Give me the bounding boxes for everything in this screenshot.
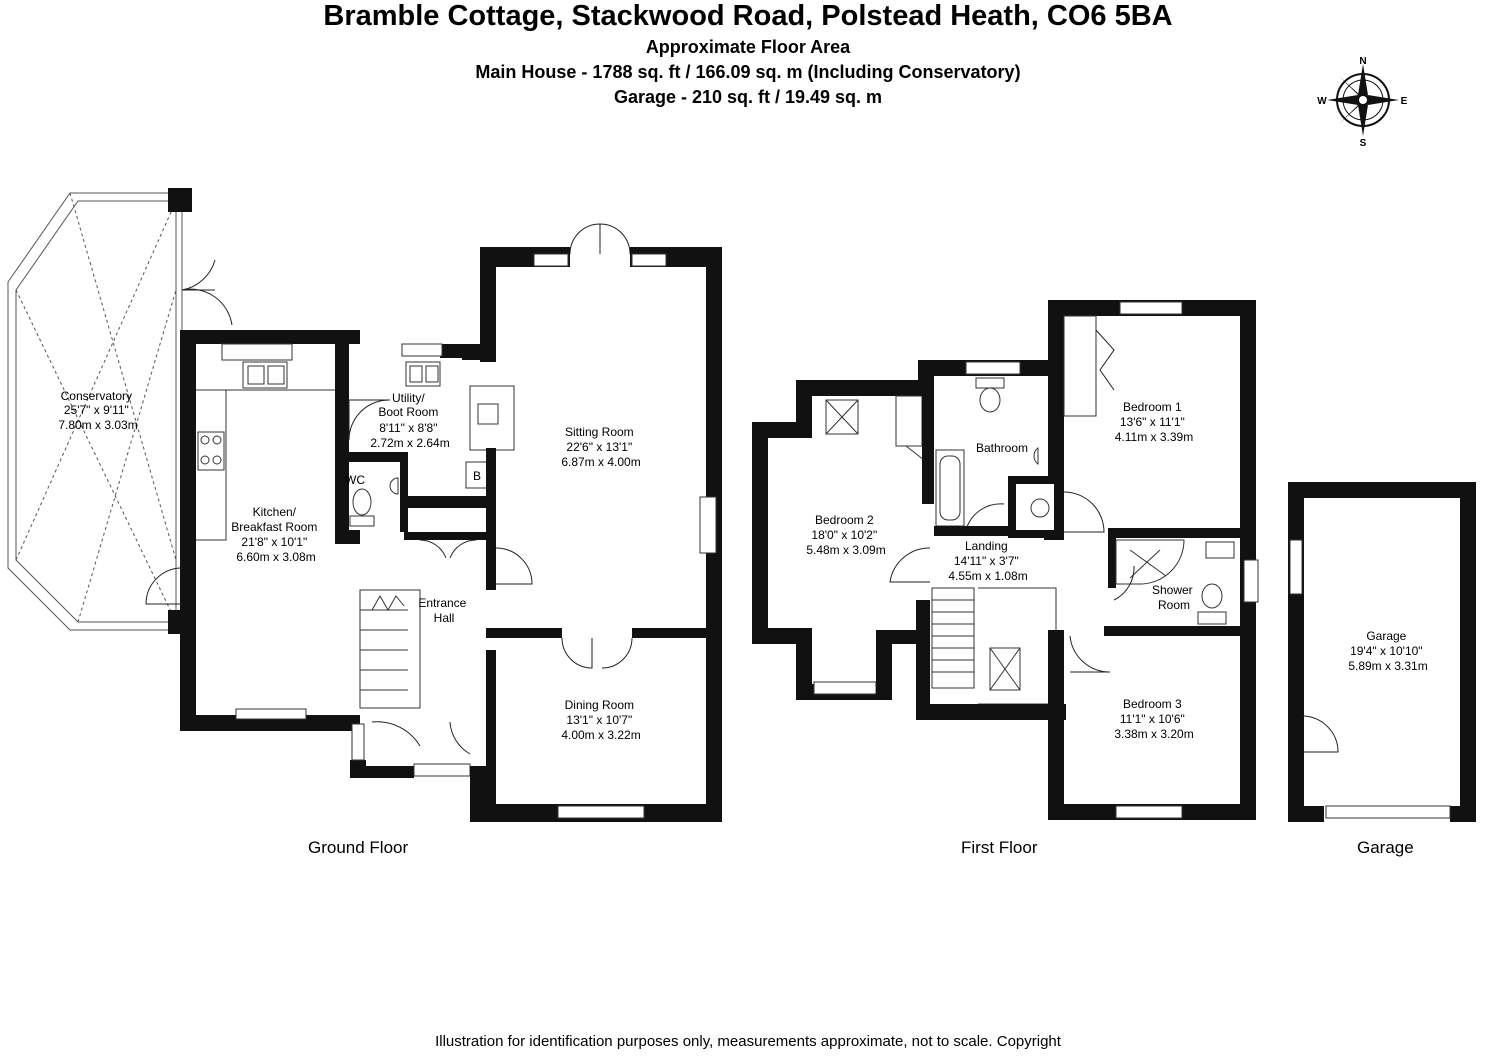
room-wc: WC [345, 473, 365, 487]
room-landing: Landing 14'11" x 3'7" 4.55m x 1.08m [948, 539, 1027, 583]
room-utility: Utility/ Boot Room 8'11" x 8'8" 2.72m x … [370, 391, 449, 450]
compass-w: W [1317, 96, 1327, 107]
compass-e: E [1401, 96, 1408, 107]
ground-floor-plan [7, 188, 722, 822]
compass-s: S [1360, 138, 1367, 149]
ground-floor-label: Ground Floor [308, 838, 409, 857]
room-bedroom-3: Bedroom 3 11'1" x 10'6" 3.38m x 3.20m [1114, 697, 1193, 741]
room-sitting: Sitting Room 22'6" x 13'1" 6.87m x 4.00m [561, 425, 640, 469]
room-bedroom-2: Bedroom 2 18'0" x 10'2" 5.48m x 3.09m [806, 513, 885, 557]
garage-area: Garage - 210 sq. ft / 19.49 sq. m [613, 87, 883, 107]
first-floor-plan [752, 300, 1259, 820]
room-shower: Shower Room [1152, 583, 1196, 612]
room-conservatory: Conservatory 25'7" x 9'11" 7.80m x 3.03m [58, 389, 137, 432]
room-bedroom-1: Bedroom 1 13'6" x 11'1" 4.11m x 3.39m [1115, 400, 1193, 444]
room-dining: Dining Room 13'1" x 10'7" 4.00m x 3.22m [561, 698, 640, 742]
first-floor-label: First Floor [961, 838, 1038, 857]
room-entrance: Entrance Hall [418, 596, 469, 625]
room-labels: Conservatory 25'7" x 9'11" 7.80m x 3.03m… [58, 389, 1427, 742]
room-garage: Garage 19'4" x 10'10" 5.89m x 3.31m [1348, 629, 1427, 673]
compass-rose-icon: N S W E [1317, 56, 1407, 149]
room-bathroom: Bathroom [976, 441, 1028, 455]
plan-title: Bramble Cottage, Stackwood Road, Polstea… [323, 0, 1173, 32]
main-house-area: Main House - 1788 sq. ft / 166.09 sq. m … [475, 62, 1021, 82]
compass-n: N [1359, 56, 1366, 67]
garage-floor-label: Garage [1357, 838, 1414, 857]
room-boiler: B [473, 469, 481, 483]
floor-area-heading: Approximate Floor Area [645, 37, 851, 57]
garage-plan [1288, 482, 1476, 822]
room-kitchen: Kitchen/ Breakfast Room 21'8" x 10'1" 6.… [231, 505, 320, 564]
disclaimer-footer: Illustration for identification purposes… [435, 1033, 1061, 1050]
